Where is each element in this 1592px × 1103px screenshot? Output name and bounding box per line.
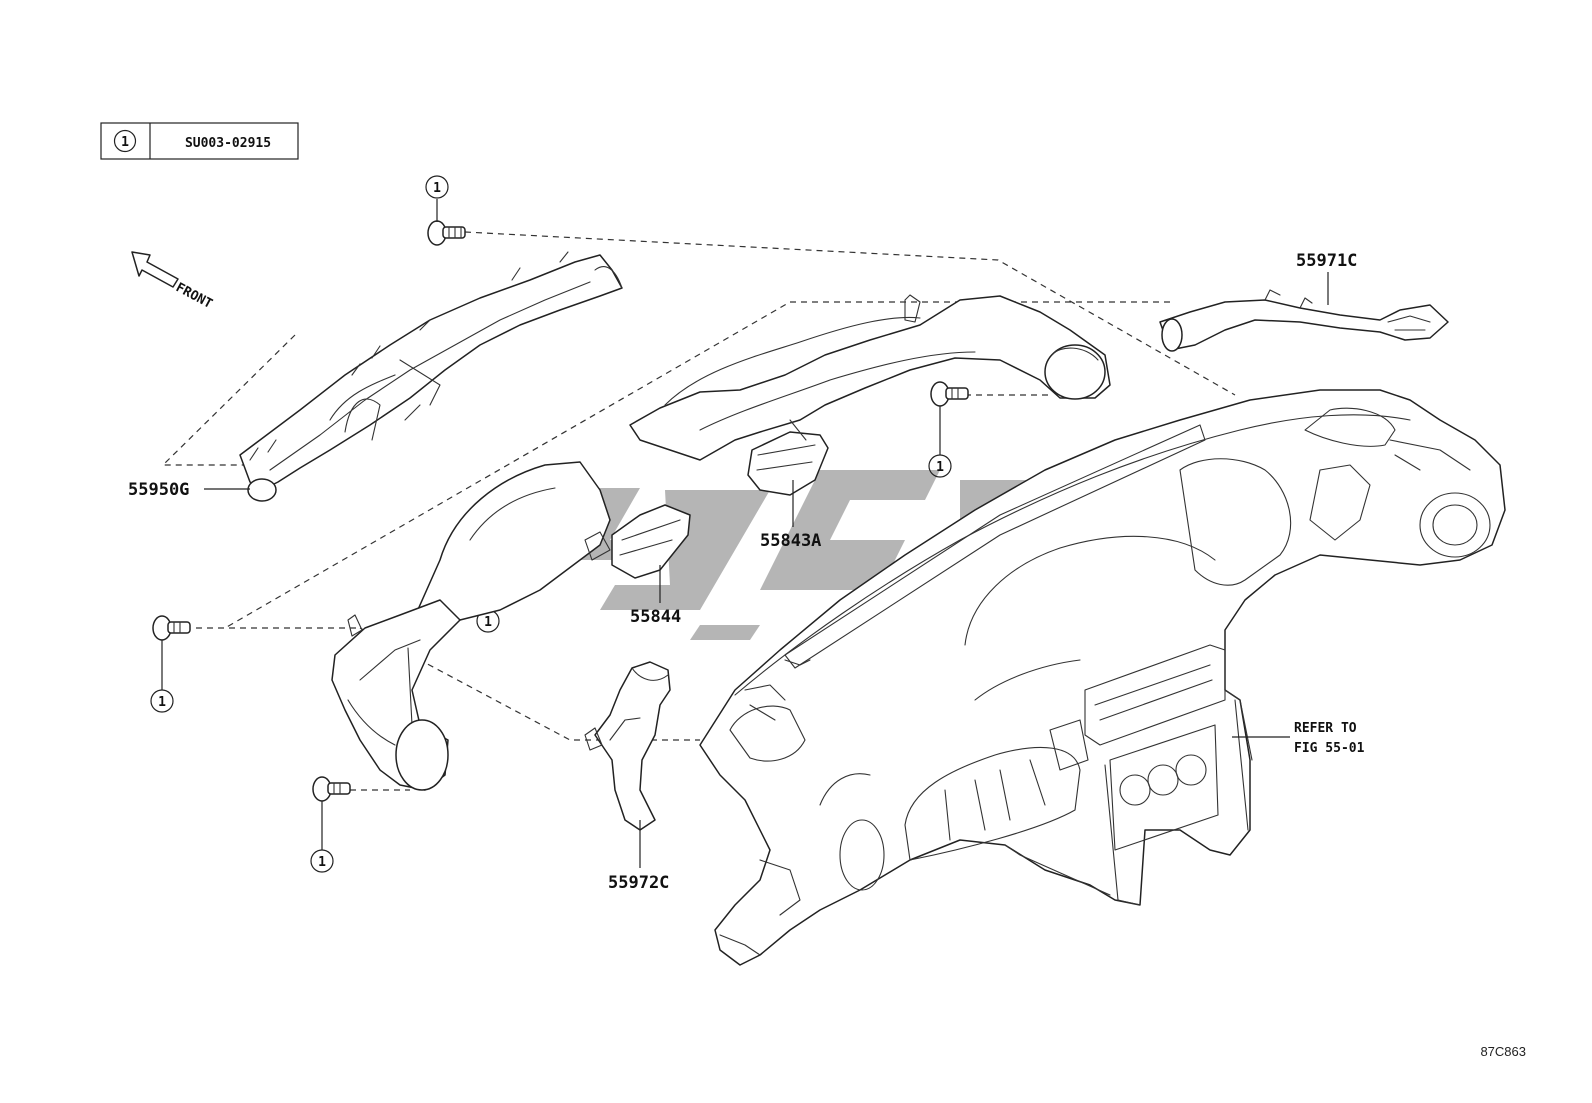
duct-55950G	[239, 251, 623, 502]
bolt-top-left-icon: 1	[425, 175, 466, 246]
legend-box: 1 SU003-02915	[100, 122, 299, 160]
bolt-left-icon: 1	[150, 615, 191, 713]
label-55843A: 55843A	[760, 531, 821, 551]
part-labels: 55971C 55950G 55843A 55844 55972C REFER …	[128, 251, 1365, 893]
label-55844: 55844	[630, 607, 681, 627]
bolt-bottom-left-icon: 1	[310, 776, 351, 873]
callout-symbol-2: 1	[936, 460, 944, 475]
dashboard-assembly	[699, 389, 1506, 966]
duct-55972C	[584, 661, 671, 831]
callout-symbol-3: 1	[484, 615, 492, 630]
bolt-center-right-icon: 1	[928, 381, 969, 478]
duct-55843A	[629, 294, 1111, 496]
callout-symbol-5: 1	[318, 855, 326, 870]
label-55950G: 55950G	[128, 480, 189, 500]
callout-symbol-1: 1	[433, 181, 441, 196]
duct-55971C	[1159, 289, 1449, 352]
front-arrow-icon: FRONT	[131, 251, 215, 312]
duct-55844	[399, 461, 691, 651]
legend-symbol: 1	[121, 135, 129, 150]
drawing-code: 87C863	[1480, 1044, 1526, 1059]
front-label: FRONT	[173, 280, 215, 312]
label-55971C: 55971C	[1296, 251, 1357, 271]
reference-line-1: REFER TO	[1294, 721, 1357, 736]
duct-left-lower	[331, 599, 461, 791]
legend-code: SU003-02915	[185, 136, 271, 151]
label-55972C: 55972C	[608, 873, 669, 893]
callout-symbol-4: 1	[158, 695, 166, 710]
reference-line-2: FIG 55-01	[1294, 741, 1365, 756]
